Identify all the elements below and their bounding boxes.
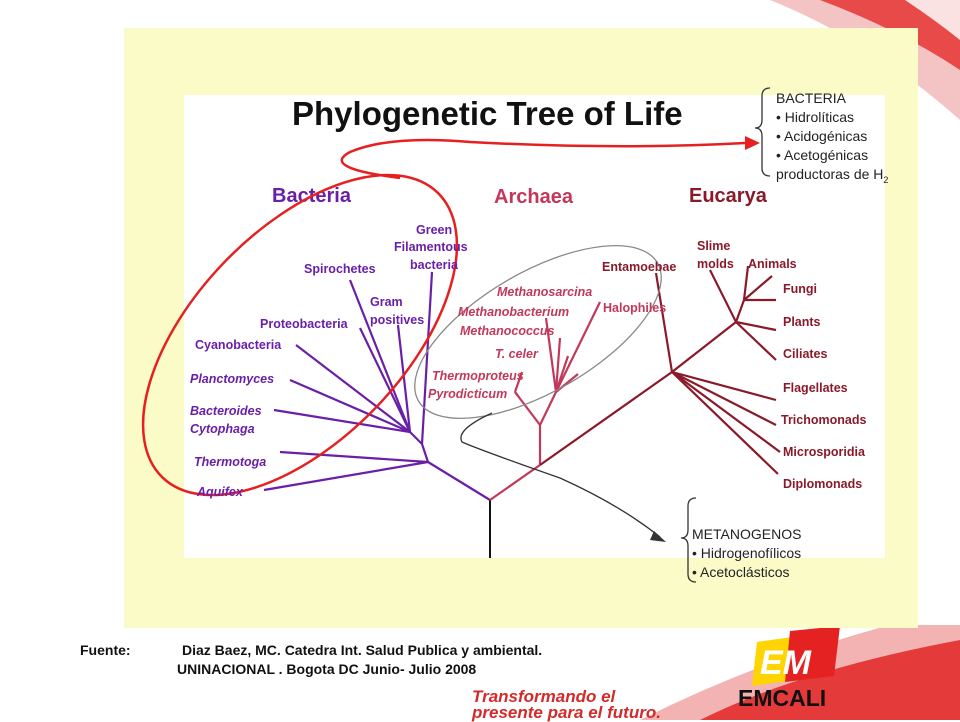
label-ciliates: Ciliates — [783, 347, 828, 361]
domain-archaea: Archaea — [494, 186, 574, 208]
label-proteobacteria: Proteobacteria — [260, 317, 349, 331]
label-bacteroides: Bacteroides — [190, 404, 262, 418]
label-thermoproteus: Thermoproteus — [432, 369, 524, 383]
label-microsporidia: Microsporidia — [783, 445, 866, 459]
label-thermotoga: Thermotoga — [194, 455, 266, 469]
eucarya-branches — [539, 265, 781, 475]
label-halophiles: Halophiles — [603, 301, 666, 315]
label-green: Green — [416, 223, 452, 237]
bacteria-callout-arrow — [340, 136, 760, 180]
metanogenos-note-bracket — [680, 497, 697, 583]
label-methanosarcina: Methanosarcina — [497, 285, 592, 299]
label-fungi: Fungi — [783, 282, 817, 296]
archaea-labels: Methanosarcina Methanobacterium Methanoc… — [428, 285, 666, 401]
label-filamentous: Filamentous — [394, 240, 468, 254]
metanogenos-callout-arrow — [460, 412, 666, 542]
bacteria-note-item-4-text: productoras de H — [776, 166, 883, 182]
svg-text:EM: EM — [760, 644, 812, 682]
metanogenos-note-heading: METANOGENOS — [692, 526, 801, 542]
bacteria-note-item-3: • Acetogénicas — [776, 147, 868, 163]
domain-eucarya: Eucarya — [689, 185, 768, 207]
bacteria-labels: Green Filamentous bacteria Spirochetes G… — [190, 223, 468, 499]
label-diplomonads: Diplomonads — [783, 477, 862, 491]
label-slime: Slime — [697, 239, 730, 253]
eucarya-labels: Entamoebae Slime molds Animals Fungi Pla… — [602, 239, 866, 491]
label-green-bacteria: bacteria — [410, 258, 459, 272]
bacteria-note-heading: BACTERIA — [776, 90, 847, 106]
label-cyanobacteria: Cyanobacteria — [195, 338, 282, 352]
bacteria-note: BACTERIA • Hidrolíticas • Acidogénicas •… — [776, 90, 888, 185]
source-text-1: Diaz Baez, MC. Catedra Int. Salud Public… — [182, 642, 543, 658]
archaea-branches — [489, 301, 601, 501]
source-label: Fuente: — [80, 642, 131, 658]
label-plants: Plants — [783, 315, 821, 329]
label-pyrodicticum: Pyrodicticum — [428, 387, 507, 401]
emcali-logo-icon: EM — [752, 626, 840, 686]
bacteria-note-item-2: • Acidogénicas — [776, 128, 867, 144]
metanogenos-note-item-2: • Acetoclásticos — [692, 564, 790, 580]
label-cytophaga: Cytophaga — [190, 422, 255, 436]
brand-name: EMCALI — [738, 685, 827, 711]
label-aquifex: Aquifex — [196, 485, 244, 499]
source-citation: Fuente: Diaz Baez, MC. Catedra Int. Salud… — [80, 641, 542, 679]
slogan-line-2: presente para el futuro. — [472, 703, 661, 722]
label-methanobacterium: Methanobacterium — [458, 305, 569, 319]
label-tceler: T. celer — [495, 347, 539, 361]
diagram-title: Phylogenetic Tree of Life — [292, 95, 683, 132]
source-line-2: UNINACIONAL . Bogota DC Junio- Julio 200… — [177, 661, 477, 677]
bacteria-note-item-1: • Hidrolíticas — [776, 109, 854, 125]
label-gram-positives: positives — [370, 313, 424, 327]
label-trichomonads: Trichomonads — [781, 413, 866, 427]
label-animals: Animals — [748, 257, 797, 271]
metanogenos-note: METANOGENOS • Hidrogenofílicos • Acetocl… — [692, 526, 801, 580]
label-entamoebae: Entamoebae — [602, 260, 676, 274]
label-planctomyces: Planctomyces — [190, 372, 274, 386]
bacteria-highlight-ellipse — [141, 173, 459, 497]
label-gram: Gram — [370, 295, 403, 309]
company-slogan: Transformando el presente para el futuro… — [472, 687, 661, 722]
label-spirochetes: Spirochetes — [304, 262, 376, 276]
label-methanococcus: Methanococcus — [460, 324, 555, 338]
label-flagellates: Flagellates — [783, 381, 848, 395]
bacteria-branches — [263, 271, 491, 501]
label-slime-molds: molds — [697, 257, 734, 271]
metanogenos-note-item-1: • Hidrogenofílicos — [692, 545, 801, 561]
archaea-highlight-ellipse — [414, 244, 662, 420]
slogan-line-1: Transformando el — [472, 687, 616, 706]
bacteria-note-bracket — [754, 87, 771, 177]
bacteria-note-subscript: 2 — [883, 175, 888, 185]
bacteria-note-item-4: productoras de H2 — [776, 166, 888, 185]
source-line-1: Fuente: Diaz Baez, MC. Catedra Int. Salud… — [80, 641, 542, 660]
